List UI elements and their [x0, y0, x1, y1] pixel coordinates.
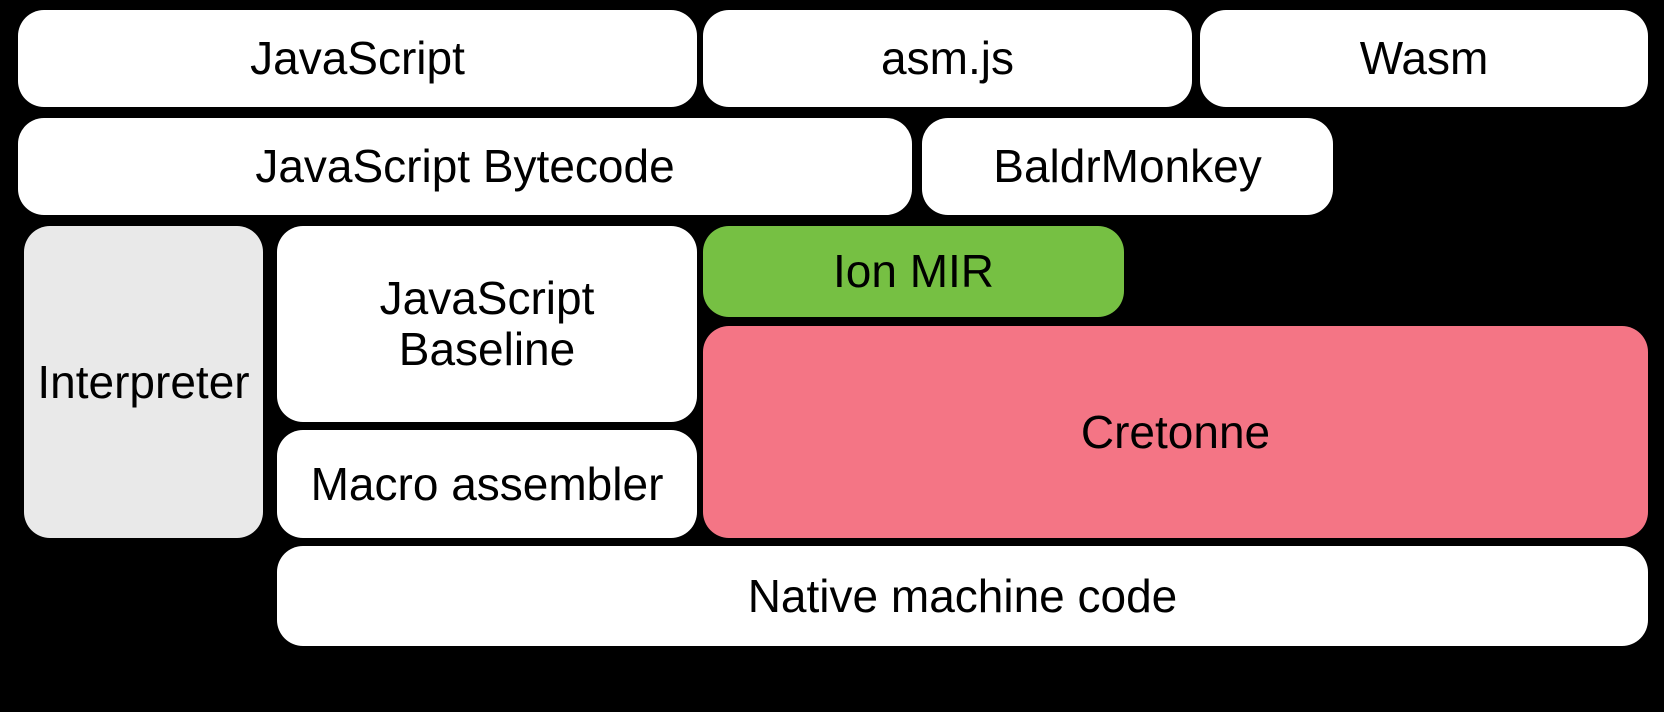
- node-cretonne[interactable]: Cretonne: [703, 326, 1648, 538]
- node-label: asm.js: [881, 32, 1014, 85]
- node-native-machine-code[interactable]: Native machine code: [277, 546, 1648, 646]
- node-label: Interpreter: [37, 355, 250, 408]
- node-label: Macro assembler: [310, 457, 664, 510]
- node-interpreter[interactable]: Interpreter: [24, 226, 263, 538]
- node-baldrmonkey[interactable]: BaldrMonkey: [922, 118, 1333, 215]
- node-asm-js[interactable]: asm.js: [703, 10, 1192, 107]
- node-javascript-baseline[interactable]: JavaScript Baseline: [277, 226, 697, 422]
- node-label: JavaScript Bytecode: [255, 140, 675, 193]
- node-label: Native machine code: [747, 569, 1178, 622]
- node-label: Cretonne: [1080, 405, 1271, 458]
- node-label: JavaScript Baseline: [379, 272, 595, 375]
- node-label: JavaScript: [250, 32, 465, 85]
- node-label: Ion MIR: [832, 245, 995, 298]
- node-javascript-bytecode[interactable]: JavaScript Bytecode: [18, 118, 912, 215]
- node-macro-assembler[interactable]: Macro assembler: [277, 430, 697, 538]
- node-wasm[interactable]: Wasm: [1200, 10, 1648, 107]
- node-label: BaldrMonkey: [993, 140, 1262, 193]
- node-label: Wasm: [1359, 32, 1489, 85]
- node-ion-mir[interactable]: Ion MIR: [703, 226, 1124, 317]
- node-javascript-source[interactable]: JavaScript: [18, 10, 697, 107]
